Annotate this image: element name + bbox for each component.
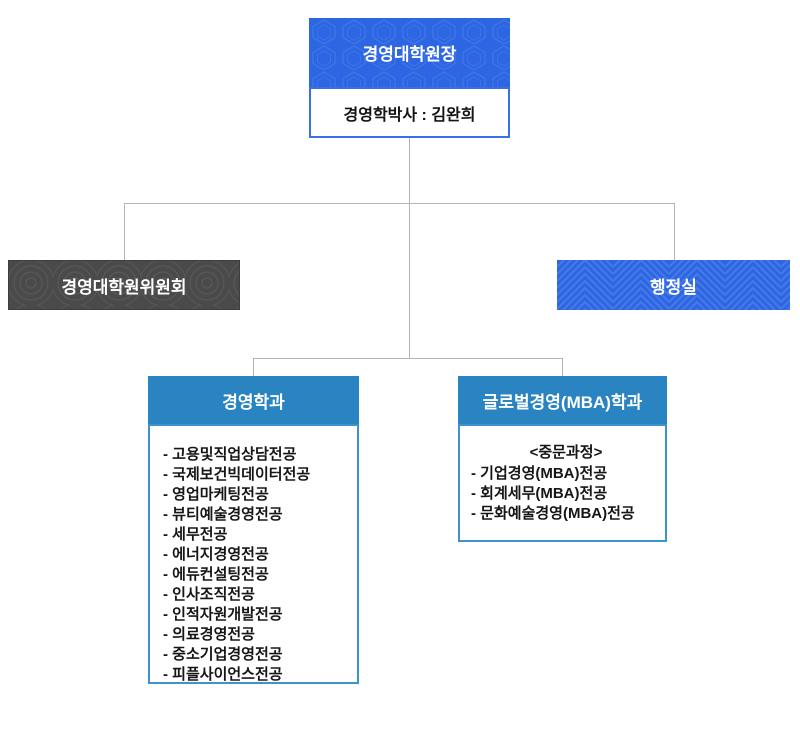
major-item: - 인사조직전공: [163, 586, 255, 603]
root-subtitle-box: 경영학박사 : 김완희: [309, 87, 510, 138]
major-item: - 인적자원개발전공: [163, 606, 283, 623]
course-note: <중문과정>: [529, 444, 603, 461]
major-item: - 영업마케팅전공: [163, 486, 269, 503]
root-header: 경영대학원장: [309, 18, 510, 87]
admin-office-box: 행정실: [557, 260, 790, 310]
connector-admin-drop: [674, 203, 675, 260]
committee-box: 경영대학원위원회: [8, 260, 240, 310]
committee-label: 경영대학원위원회: [61, 277, 187, 297]
major-item: - 에너지경영전공: [163, 546, 269, 563]
major-item: - 뷰티예술경영전공: [163, 506, 283, 523]
connector-level3-rail: [253, 358, 563, 359]
dept-global-mba-body: <중문과정> - 기업경영(MBA)전공 - 회계세무(MBA)전공 - 문화예술경…: [458, 424, 667, 542]
connector-root-stem: [409, 138, 410, 203]
major-item: - 에듀컨설팅전공: [163, 566, 269, 583]
root-subtitle: 경영학박사 : 김완희: [343, 106, 476, 124]
dept-global-mba-majors: - 기업경영(MBA)전공 - 회계세무(MBA)전공 - 문화예술경영(MBA)전…: [471, 464, 661, 524]
major-item: - 중소기업경영전공: [163, 646, 283, 663]
major-item: - 기업경영(MBA)전공: [471, 465, 608, 482]
major-item: - 세무전공: [163, 526, 228, 543]
dept-management-header: 경영학과: [148, 376, 359, 424]
connector-dept2-drop: [562, 358, 563, 376]
root-title: 경영대학원장: [362, 45, 457, 64]
connector-dept1-drop: [253, 358, 254, 376]
dept-global-mba-title: 글로벌경영(MBA)학과: [482, 392, 643, 412]
major-item: - 회계세무(MBA)전공: [471, 485, 608, 502]
major-item: - 문화예술경영(MBA)전공: [471, 505, 635, 522]
dept-management-majors: - 고용및직업상담전공 - 국제보건빅데이터전공 - 영업마케팅전공 - 뷰티예술경영…: [148, 424, 359, 684]
admin-office-label: 행정실: [650, 277, 697, 297]
major-item: - 국제보건빅데이터전공: [163, 466, 311, 483]
dept-management-box: 경영학과 - 고용및직업상담전공 - 국제보건빅데이터전공 - 영업마케팅전공 - 뷰…: [148, 376, 359, 684]
connector-level2-rail: [124, 203, 675, 204]
connector-committee-drop: [124, 203, 125, 260]
major-item: - 의료경영전공: [163, 626, 255, 643]
dept-management-title: 경영학과: [222, 392, 285, 412]
dept-global-mba-header: 글로벌경영(MBA)학과: [458, 376, 667, 424]
connector-center-stem: [409, 203, 410, 358]
dept-global-mba-box: 글로벌경영(MBA)학과 <중문과정> - 기업경영(MBA)전공 - 회계세무(…: [458, 376, 667, 542]
root-box: 경영대학원장 경영학박사 : 김완희: [309, 18, 510, 138]
major-item: - 피플사이언스전공: [163, 666, 283, 683]
major-item: - 고용및직업상담전공: [163, 446, 297, 463]
